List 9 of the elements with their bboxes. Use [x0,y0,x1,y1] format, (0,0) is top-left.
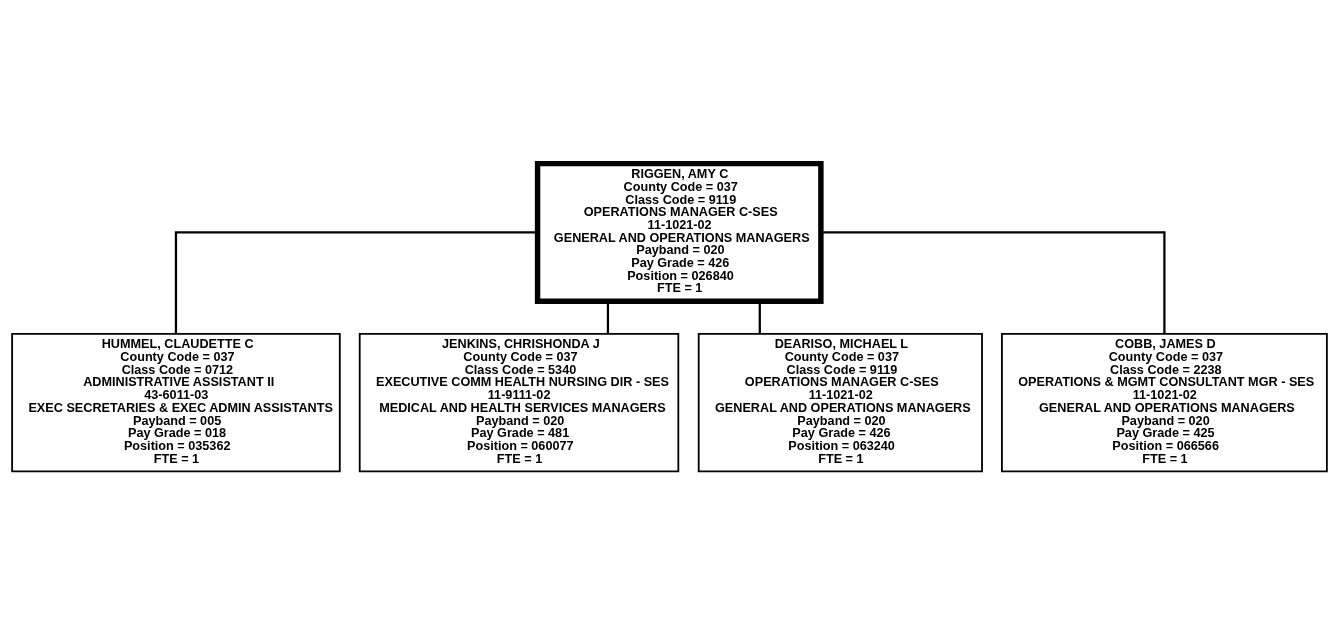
node-box: RIGGEN, AMY C County Code = 037 Class Code = 9119 OPERATIONS MANAGER C-SES 11-1021-02 GENERAL AND OPERATIONS MANAGERS Payband = 020 Pay Grade = 426 Position = 026840 FTE = 1 [534,160,824,304]
connector [758,301,761,334]
node-box: DEARISO, MICHAEL L County Code = 037 Class Code = 9119 OPERATIONS MANAGER C-SES 11-1021-02 GENERAL AND OPERATIONS MANAGERS Payband = 020 Pay Grade = 426 Position = 063240 FTE = 1 [697,332,983,473]
node-box: HUMMEL, CLAUDETTE C County Code = 037 Class Code = 0712 ADMINISTRATIVE ASSISTANT II 43-6011-03 EXEC SECRETARIES & EXEC ADMIN ASSISTANTS Payband = 005 Pay Grade = 018 Position = 035362 FTE = 1 [11,332,341,473]
node-box: JENKINS, CHRISHONDA J County Code = 037 Class Code = 5340 EXECUTIVE COMM HEALTH NURSING DIR - SES 11-9111-02 MEDICAL AND HEALTH SERVICES MANAGERS Payband = 020 Pay Grade = 481 Position = 060077 FTE = 1 [358,332,680,473]
connector [174,231,538,334]
connector [821,231,1166,334]
node-box: COBB, JAMES D County Code = 037 Class Code = 2238 OPERATIONS & MGMT CONSULTANT MGR - SES 11-1021-02 GENERAL AND OPERATIONS MANAGERS Payband = 020 Pay Grade = 425 Position = 066566 FTE = 1 [1001,332,1328,473]
connector [606,301,610,334]
